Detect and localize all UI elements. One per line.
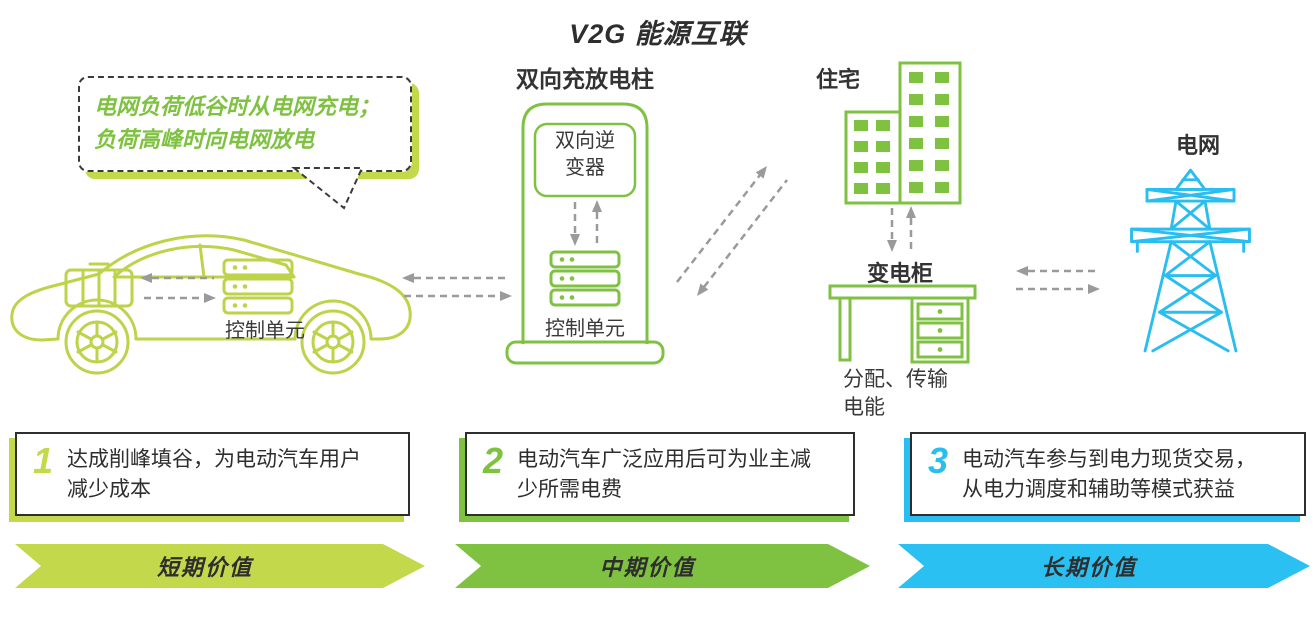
value-number-3: 3 xyxy=(928,440,949,481)
banner-long-term-label: 长期价值 xyxy=(1040,555,1137,580)
substation-caption-line2: 电能 xyxy=(843,396,885,419)
residence-substation-arrows-icon xyxy=(887,206,916,252)
speech-bubble: 电网负荷低谷时从电网充电； 负荷高峰时向电网放电 xyxy=(78,76,412,172)
residence-label: 住宅 xyxy=(815,67,860,92)
value-text-1: 达成削峰填谷，为电动汽车用户减少成本 xyxy=(67,448,362,501)
transmission-tower-icon xyxy=(1130,168,1251,353)
car-pile-arrows-icon xyxy=(402,273,512,301)
value-text-2: 电动汽车广泛应用后可为业主减少所需电费 xyxy=(517,448,812,501)
banner-mid-term: 中期价值 xyxy=(455,544,870,588)
value-number-2: 2 xyxy=(483,440,504,481)
charging-pile-label: 双向充放电柱 xyxy=(516,66,654,92)
value-box-3: 3 电动汽车参与到电力现货交易，从电力调度和辅助等模式获益 xyxy=(910,432,1306,516)
banner-short-term-label: 短期价值 xyxy=(156,555,253,580)
value-number-1: 1 xyxy=(33,440,54,481)
speech-bubble-line2: 负荷高峰时向电网放电 xyxy=(94,127,315,152)
banner-short-term: 短期价值 xyxy=(15,544,425,588)
charging-pile-icon xyxy=(505,102,665,365)
pile-internal-arrows-icon xyxy=(570,200,602,246)
pile-residence-arrows-icon xyxy=(676,166,788,296)
car-internal-arrows-icon xyxy=(140,273,216,303)
speech-bubble-tail-icon xyxy=(291,167,364,210)
car-control-unit-label: 控制单元 xyxy=(225,320,305,342)
value-box-2: 2 电动汽车广泛应用后可为业主减少所需电费 xyxy=(465,432,855,516)
page-title: V2G 能源互联 xyxy=(569,19,747,49)
substation-grid-arrows-icon xyxy=(1016,266,1100,294)
banner-mid-term-label: 中期价值 xyxy=(599,555,696,580)
car-battery-icon xyxy=(64,262,134,308)
substation-caption: 分配、传输 电能 xyxy=(843,366,973,422)
substation-label: 变电柜 xyxy=(866,261,933,286)
inverter-box xyxy=(533,122,637,198)
value-text-3: 电动汽车参与到电力现货交易，从电力调度和辅助等模式获益 xyxy=(962,448,1257,501)
pile-control-unit-icon xyxy=(549,250,621,307)
car-body xyxy=(10,234,412,342)
car-control-unit-icon xyxy=(222,258,294,315)
substation-cabinet-icon xyxy=(828,284,977,364)
grid-label: 电网 xyxy=(1175,133,1220,158)
ev-car-icon xyxy=(10,234,412,375)
banner-long-term: 长期价值 xyxy=(898,544,1310,588)
substation-caption-line1: 分配、传输 xyxy=(843,368,948,391)
value-box-1: 1 达成削峰填谷，为电动汽车用户减少成本 xyxy=(15,432,410,516)
residence-icon xyxy=(844,61,962,205)
inverter-label: 双向逆变器 xyxy=(555,130,615,179)
speech-bubble-line1: 电网负荷低谷时从电网充电； xyxy=(94,94,381,119)
pile-control-unit-label: 控制单元 xyxy=(545,318,625,340)
